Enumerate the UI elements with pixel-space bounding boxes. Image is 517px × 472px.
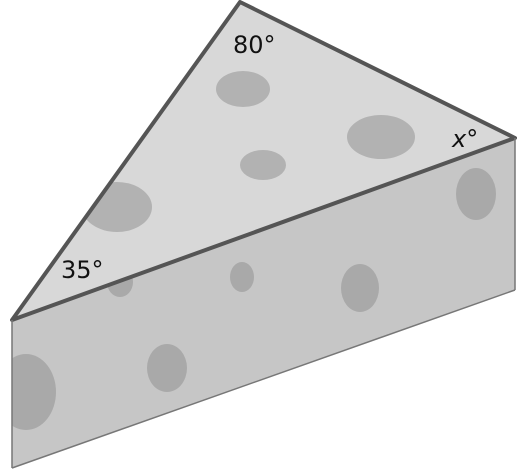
cheese-hole	[216, 71, 270, 107]
cheese-hole	[230, 262, 254, 292]
cheese-outline	[10, 0, 517, 469]
cheese-hole	[240, 150, 286, 180]
cheese-hole	[341, 264, 379, 312]
side-face-holes	[12, 168, 496, 430]
cheese-hole	[456, 168, 496, 220]
cheese-hole	[12, 354, 56, 430]
cheese-hole	[347, 115, 415, 159]
angle-label-right: x°	[451, 125, 478, 153]
top-face-holes	[82, 71, 415, 232]
cheese-hole	[147, 344, 187, 392]
angle-label-top: 80°	[233, 31, 276, 59]
angle-label-left: 35°	[61, 256, 104, 284]
cheese-side-face	[12, 138, 515, 468]
